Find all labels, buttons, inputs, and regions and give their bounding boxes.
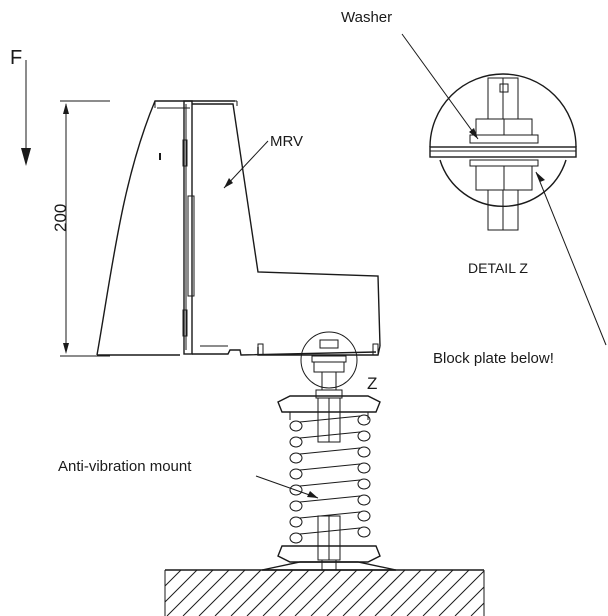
hatch-line (166, 569, 214, 616)
hatch-line (182, 569, 230, 616)
hatch-line (262, 569, 310, 616)
hatch-line (246, 569, 294, 616)
washer-leader (401, 33, 479, 140)
force-label: F (10, 47, 22, 69)
force-arrow (21, 60, 31, 166)
hatch-line (390, 569, 438, 616)
hatch-line (454, 586, 485, 616)
hatch-line (438, 570, 485, 616)
floor-foundation (164, 569, 485, 616)
anti-vibration-mount (261, 395, 397, 571)
height-dimension (60, 100, 110, 357)
washer-label: Washer (341, 9, 392, 26)
detail-title: DETAIL Z (468, 260, 528, 276)
mrv-leader (223, 140, 269, 189)
hatch-line (310, 569, 358, 616)
hatch-line (422, 569, 470, 616)
anti-vibration-leader (255, 475, 319, 499)
anti-vibration-label: Anti-vibration mount (58, 458, 192, 475)
hatch-line (326, 569, 374, 616)
hatch-line (294, 569, 342, 616)
hatch-line (278, 569, 326, 616)
hatch-line (358, 569, 406, 616)
mrv-housing (96, 100, 381, 356)
hatch-line (164, 569, 198, 603)
hatch-line (214, 569, 262, 616)
detail-z-view (429, 73, 577, 231)
hatch-line (342, 569, 390, 616)
block-plate-label: Block plate below! (433, 350, 554, 367)
hatch-line (198, 569, 246, 616)
hatch-line (164, 569, 182, 587)
block-plate-leader (535, 171, 607, 346)
hatch-line (470, 602, 485, 616)
mrv-label: MRV (270, 133, 303, 150)
dimension-value: 200 (51, 204, 70, 232)
detail-ref-label: Z (367, 374, 377, 393)
hatch-line (406, 569, 454, 616)
mount-bolt (311, 339, 347, 399)
hatch-line (374, 569, 422, 616)
detail-z-marker (300, 331, 358, 389)
hatch-line (230, 569, 278, 616)
